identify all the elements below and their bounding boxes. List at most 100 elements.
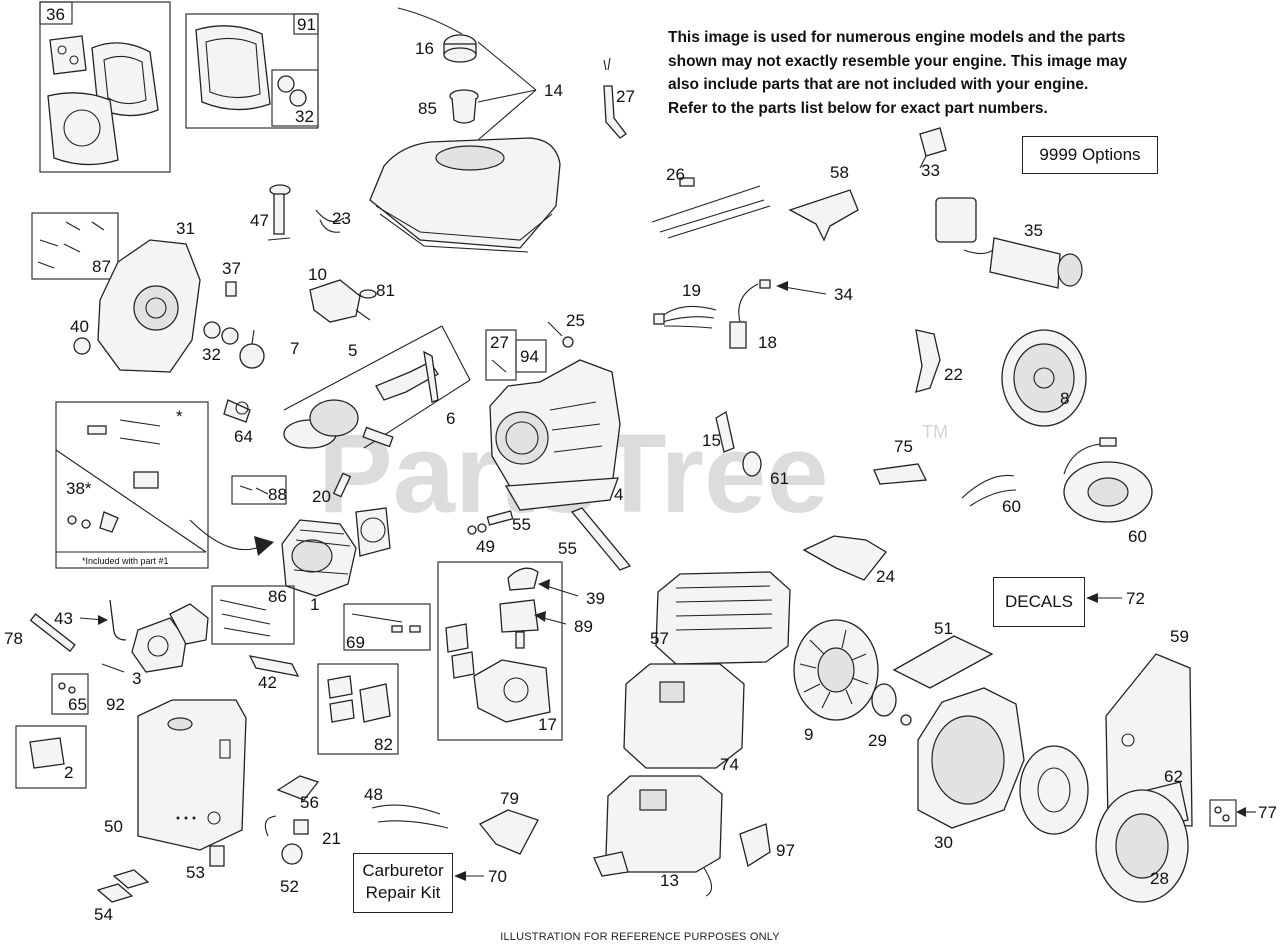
muffler-body[interactable] bbox=[593, 775, 723, 877]
fan-9[interactable] bbox=[793, 619, 879, 721]
switch-21[interactable] bbox=[293, 819, 309, 835]
crankcase-cover[interactable] bbox=[97, 239, 201, 373]
cup-29[interactable] bbox=[871, 683, 912, 726]
carburetor-box[interactable] bbox=[437, 561, 563, 741]
decal-2[interactable] bbox=[15, 725, 87, 789]
engine-block[interactable] bbox=[489, 359, 621, 511]
carburetor-repair-kit-button[interactable]: Carburetor Repair Kit bbox=[353, 853, 453, 913]
blower-housing-50[interactable] bbox=[137, 699, 247, 851]
oil-sensor-37[interactable] bbox=[225, 281, 237, 297]
wire-13[interactable] bbox=[703, 867, 713, 897]
blower-housing-30[interactable] bbox=[917, 687, 1025, 829]
callout-87: 87 bbox=[92, 257, 111, 276]
starter-motor-35[interactable] bbox=[935, 197, 1083, 289]
wire-60[interactable] bbox=[961, 474, 1017, 507]
pointer-arrow-valve bbox=[189, 519, 274, 556]
carb-label-line-2: Repair Kit bbox=[365, 883, 441, 902]
bracket-56[interactable] bbox=[276, 775, 320, 801]
dipstick-47[interactable] bbox=[267, 184, 291, 241]
dowel-55[interactable] bbox=[486, 507, 632, 571]
callout-58: 58 bbox=[830, 163, 849, 182]
oil-plug-40[interactable] bbox=[73, 337, 91, 355]
air-cleaner-base-3[interactable] bbox=[131, 603, 209, 673]
callout-35: 35 bbox=[1024, 221, 1043, 240]
screen-97[interactable] bbox=[739, 823, 771, 868]
bolt-set-88[interactable] bbox=[231, 475, 287, 505]
ignition-coil-18[interactable] bbox=[729, 279, 771, 349]
decals-button[interactable]: DECALS bbox=[993, 577, 1085, 627]
included-note: *Included with part #1 bbox=[82, 556, 169, 566]
screw-92[interactable] bbox=[101, 663, 125, 673]
elbow-43[interactable] bbox=[109, 599, 127, 641]
callout-50: 50 bbox=[104, 817, 123, 836]
valve-kit-box[interactable] bbox=[55, 401, 209, 569]
wire-harness-19[interactable] bbox=[653, 305, 717, 329]
shield-22[interactable] bbox=[915, 329, 941, 393]
switch-53[interactable] bbox=[209, 845, 225, 867]
callout-54: 54 bbox=[94, 905, 113, 924]
callout-60b: 60 bbox=[1128, 527, 1147, 546]
bolt-set-77[interactable] bbox=[1209, 799, 1237, 827]
callout-92: 92 bbox=[106, 695, 125, 714]
gasket-set-82[interactable] bbox=[317, 663, 399, 755]
muffler-74[interactable] bbox=[623, 663, 745, 769]
bolt-set-87[interactable] bbox=[31, 212, 119, 280]
grommet-52[interactable] bbox=[264, 815, 303, 865]
gasket-set-36[interactable] bbox=[39, 1, 171, 173]
crankshaft-10[interactable] bbox=[309, 279, 371, 323]
callout-47: 47 bbox=[250, 211, 269, 230]
link-rod-78[interactable] bbox=[29, 613, 76, 653]
callout-62: 62 bbox=[1164, 767, 1183, 786]
options-button[interactable]: 9999 Options bbox=[1022, 136, 1158, 174]
governor-lever-61[interactable] bbox=[742, 451, 762, 477]
muffler-guard-57[interactable] bbox=[655, 571, 791, 665]
bolt-set-65[interactable] bbox=[51, 673, 89, 715]
bracket-33[interactable] bbox=[919, 127, 947, 169]
bracket-58[interactable] bbox=[788, 189, 859, 242]
callout-78: 78 bbox=[4, 629, 23, 648]
bolt-25[interactable] bbox=[547, 321, 574, 348]
callout-86: 86 bbox=[268, 587, 287, 606]
control-links-26[interactable] bbox=[651, 177, 771, 239]
flywheel-8[interactable] bbox=[1001, 329, 1087, 427]
alternator-60[interactable] bbox=[1063, 437, 1153, 523]
bracket-79[interactable] bbox=[478, 809, 539, 855]
washer-49[interactable] bbox=[467, 523, 487, 535]
cotter-pin-27[interactable] bbox=[603, 57, 627, 139]
shroud-59[interactable] bbox=[1105, 653, 1193, 827]
piston-assembly[interactable] bbox=[283, 325, 471, 449]
recoil-starter-28[interactable] bbox=[1095, 789, 1189, 903]
spark-plug-20[interactable] bbox=[332, 472, 352, 498]
governor-gear-7[interactable] bbox=[239, 329, 265, 369]
fuel-strainer[interactable] bbox=[449, 89, 479, 124]
watermark-trademark: TM bbox=[922, 422, 948, 442]
keys-54[interactable] bbox=[96, 869, 150, 903]
callout-27: 27 bbox=[616, 87, 635, 106]
bolt-set-27-94[interactable] bbox=[485, 329, 547, 381]
callout-61: 61 bbox=[770, 469, 789, 488]
fuel-cap[interactable] bbox=[397, 7, 477, 63]
bracket-42[interactable] bbox=[248, 655, 300, 677]
head-gasket[interactable] bbox=[355, 507, 391, 557]
bracket-75[interactable] bbox=[873, 463, 928, 485]
breather-tube-23[interactable] bbox=[315, 209, 345, 233]
notice-line-3: also include parts that are not included… bbox=[668, 76, 1089, 93]
cover-24[interactable] bbox=[802, 535, 887, 581]
cylinder-head[interactable] bbox=[281, 519, 357, 597]
fuel-tank[interactable] bbox=[369, 137, 561, 253]
callout-75: 75 bbox=[894, 437, 913, 456]
governor-shaft-15[interactable] bbox=[715, 410, 735, 453]
notice-line-2: shown may not exactly resemble your engi… bbox=[668, 52, 1128, 70]
key-81[interactable] bbox=[359, 289, 377, 299]
callout-53: 53 bbox=[186, 863, 205, 882]
bolt-set-86[interactable] bbox=[211, 585, 295, 645]
callout-8: 8 bbox=[1060, 389, 1069, 408]
bearing-pair-32[interactable] bbox=[203, 321, 239, 345]
wire-set-48[interactable] bbox=[371, 804, 449, 829]
callout-13: 13 bbox=[660, 871, 679, 890]
screen-disk[interactable] bbox=[1019, 745, 1089, 835]
plate-51[interactable] bbox=[892, 635, 994, 689]
rocker-arm-64[interactable] bbox=[223, 399, 251, 423]
gasket-set-91[interactable] bbox=[185, 13, 319, 129]
bolt-set-69[interactable] bbox=[343, 603, 431, 651]
